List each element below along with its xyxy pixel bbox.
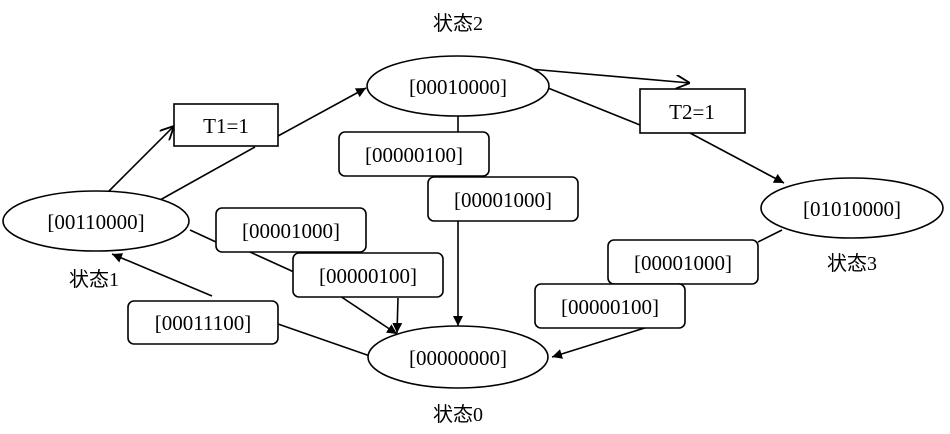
box-s1-s0-b xyxy=(292,252,444,298)
edge-s1-to-s0-mid xyxy=(249,251,295,273)
box-s3-s0-b xyxy=(534,283,686,329)
state-name-s2: 状态2 xyxy=(433,12,483,35)
label-s1-s0-a: [00001000] xyxy=(242,219,340,243)
edge-s3-to-s0-start xyxy=(757,229,783,243)
box-s2-s0-a xyxy=(338,131,490,177)
state-name-s0: 状态0 xyxy=(433,403,483,426)
label-s2-s0-a: [00000100] xyxy=(365,143,463,167)
edge-s1-upper-path xyxy=(159,146,256,201)
state-name-s1: 状态1 xyxy=(69,268,119,291)
box-s0-s1 xyxy=(127,300,279,345)
box-t1 xyxy=(173,103,279,147)
box-s1-s0-a xyxy=(215,207,367,253)
box-s3-s0-a xyxy=(607,239,759,285)
edge-t1-to-s2 xyxy=(277,87,367,137)
state-code-s0: [00000000] xyxy=(409,346,507,370)
box-s2-s0-b xyxy=(427,176,579,222)
state-ellipse-s1 xyxy=(2,190,190,252)
state-name-s3: 状态3 xyxy=(827,252,877,275)
edge-s1-to-s0 xyxy=(392,297,403,334)
edge-s2-to-t2-lower xyxy=(547,87,641,126)
label-s2-s0-b: [00001000] xyxy=(454,188,552,212)
edge-t2-to-s3 xyxy=(689,132,785,184)
label-s3-s0-a: [00001000] xyxy=(634,251,732,275)
state-ellipse-s0 xyxy=(367,325,549,389)
state-code-s2: [00010000] xyxy=(409,75,507,99)
label-s1-s0-b: [00000100] xyxy=(319,264,417,288)
label-s3-s0-b: [00000100] xyxy=(561,295,659,319)
edge-s0-to-s1 xyxy=(111,253,213,297)
label-t2: T2=1 xyxy=(669,100,715,124)
label-t1: T1=1 xyxy=(203,114,249,138)
label-s0-s1: [00011100] xyxy=(155,311,251,335)
state-ellipse-s3 xyxy=(760,177,944,239)
edge-s1-to-s0-start xyxy=(189,229,217,243)
edge-s1-to-t1 xyxy=(107,126,174,193)
state-code-s3: [01010000] xyxy=(803,197,901,221)
edge-s2-to-t2 xyxy=(517,67,690,83)
box-t2 xyxy=(639,88,746,134)
state-code-s1: [00110000] xyxy=(47,210,144,234)
edge-s0-to-s1-lower xyxy=(277,323,371,357)
state-ellipse-s2 xyxy=(366,55,550,117)
edge-s1-to-s0-end xyxy=(339,295,398,335)
